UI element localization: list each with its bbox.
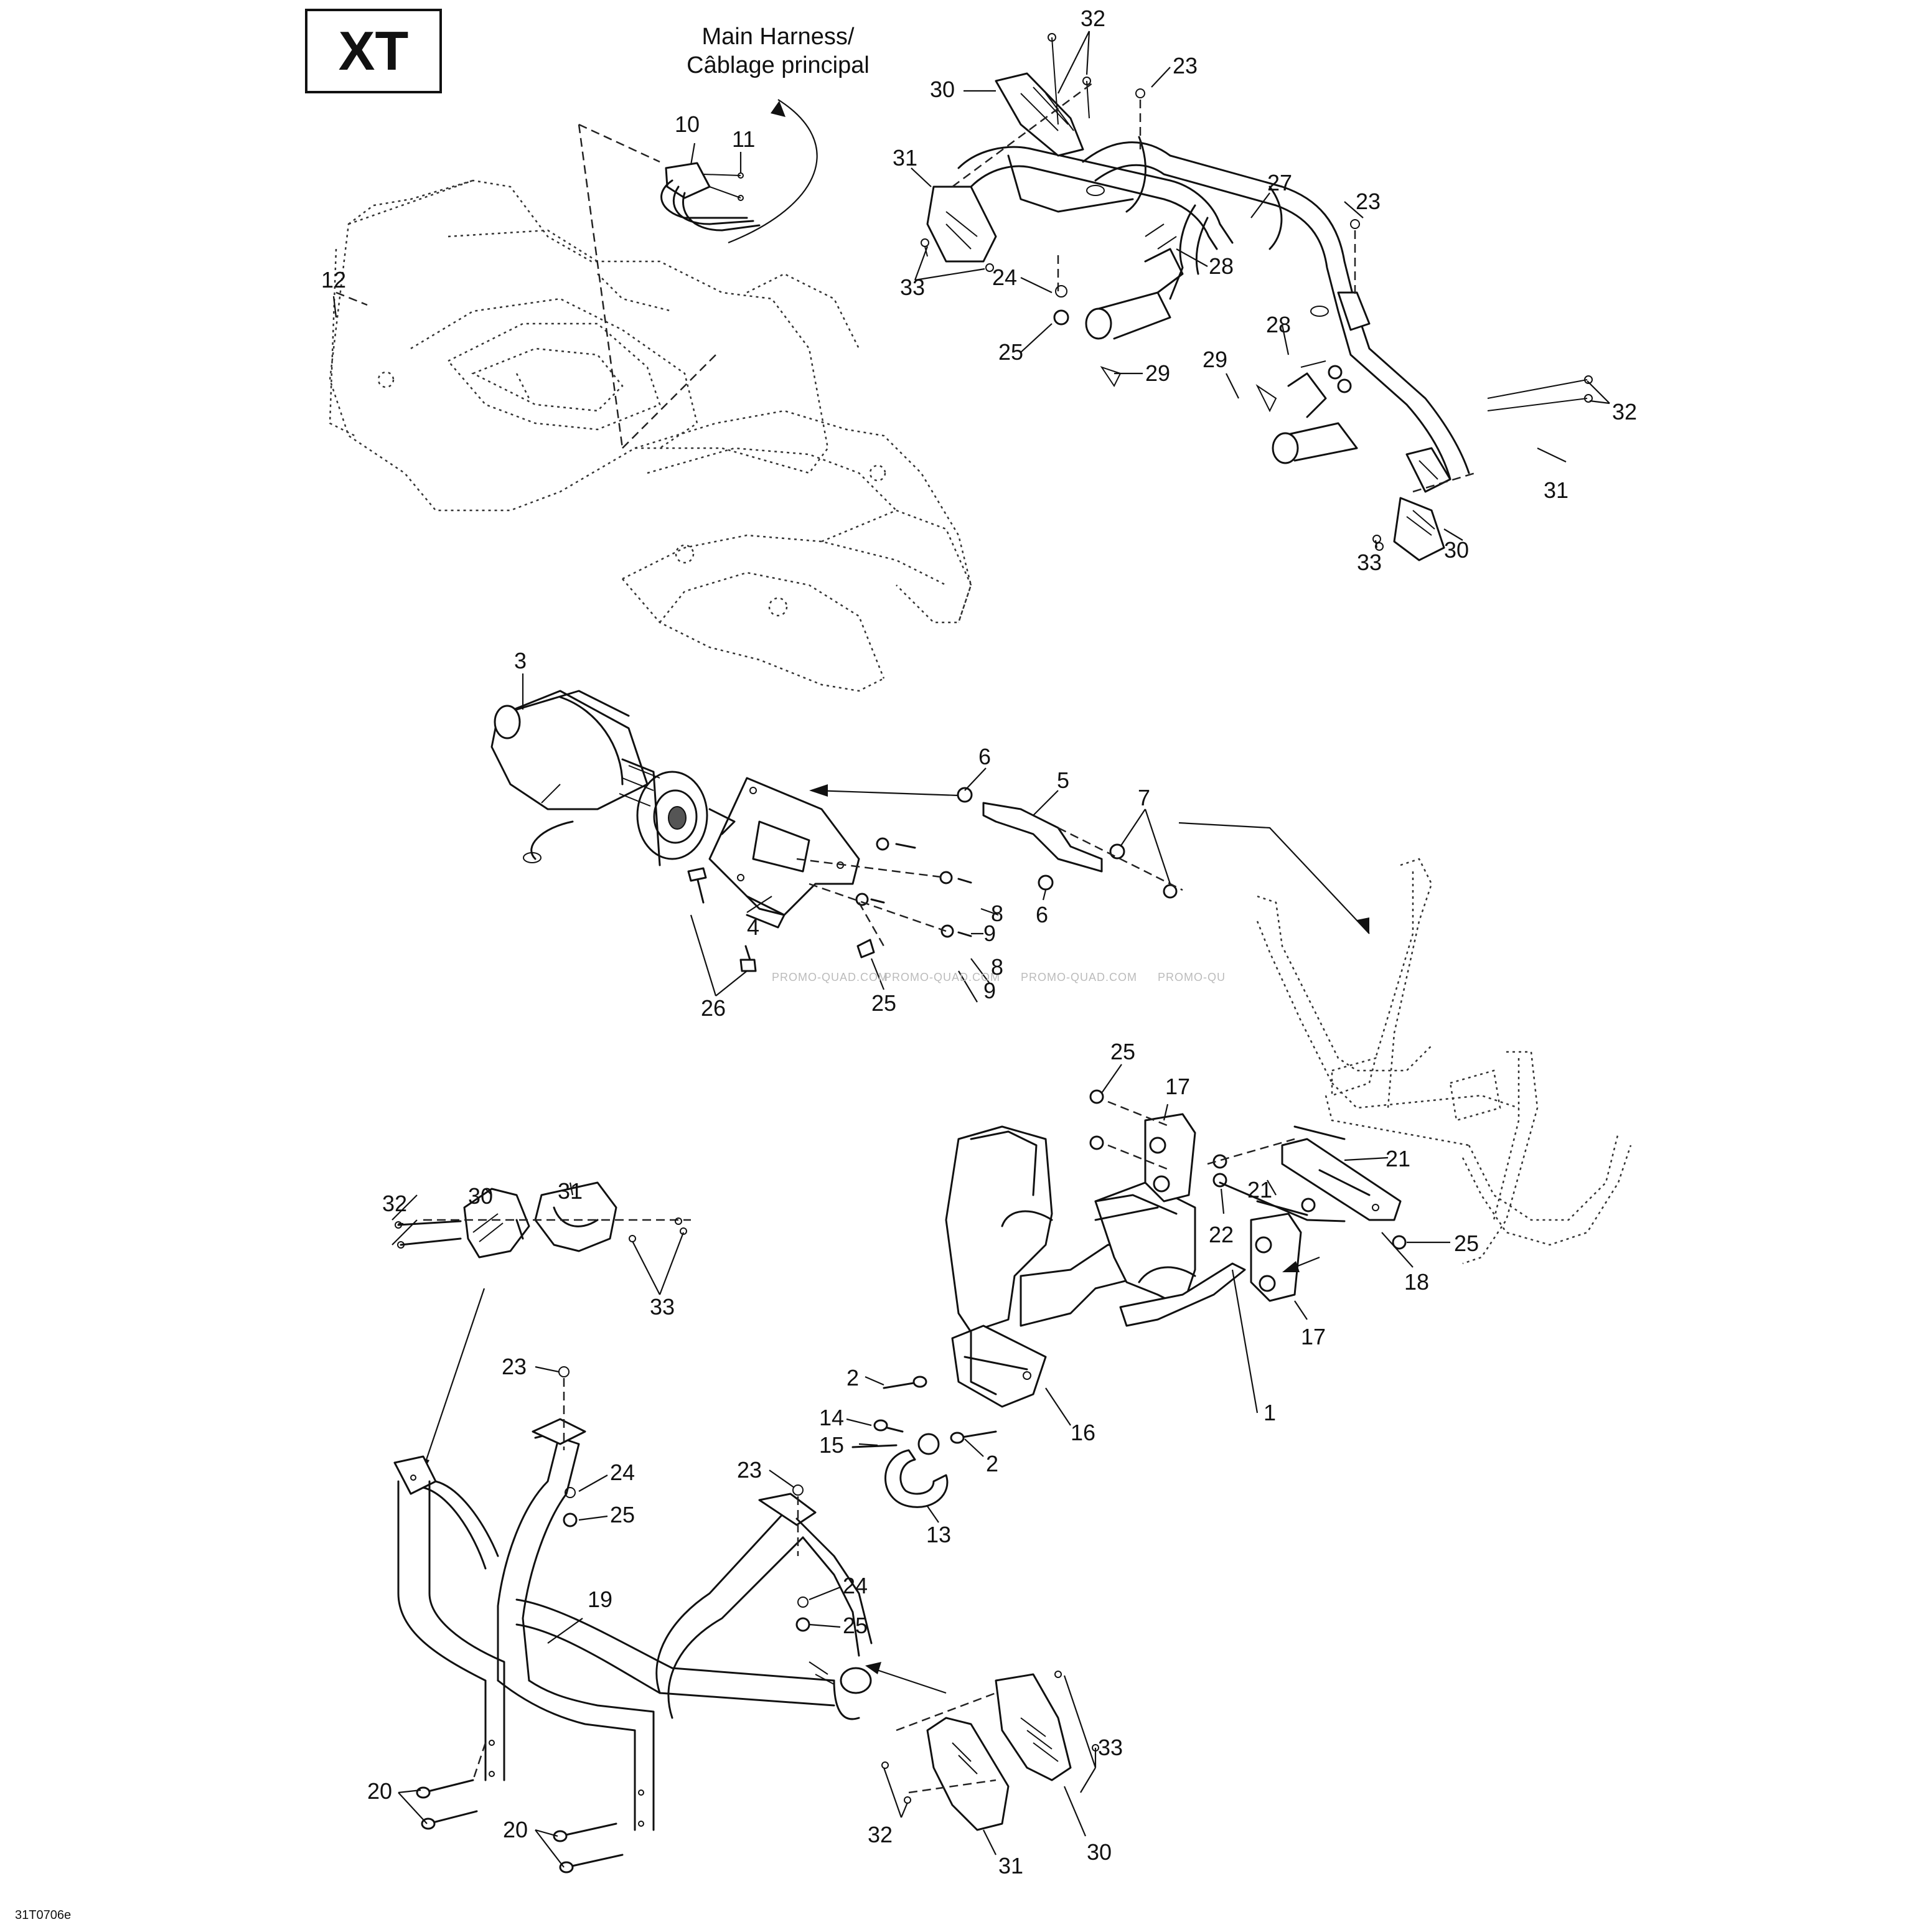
callout-33-lower-right: 33 bbox=[1098, 1735, 1123, 1760]
drawing-code: 31T0706e bbox=[15, 1908, 72, 1922]
rear-bumper-tube bbox=[957, 136, 1470, 481]
callout-31-lower-left: 31 bbox=[558, 1178, 583, 1204]
front-bumper-guard bbox=[945, 1125, 1246, 1333]
bumper-mount-brackets bbox=[1089, 1089, 1407, 1302]
upper-end-caps bbox=[926, 72, 1451, 561]
callout-6-top: 6 bbox=[978, 744, 991, 769]
lower-left-end-caps bbox=[395, 1181, 691, 1475]
leader-lines bbox=[332, 30, 1610, 1868]
harness-connector bbox=[660, 162, 761, 232]
callout-9-upper: 9 bbox=[983, 921, 996, 946]
callout-19: 19 bbox=[588, 1587, 612, 1612]
callout-16: 16 bbox=[1071, 1420, 1095, 1445]
callout-31-right: 31 bbox=[1544, 477, 1569, 503]
callout-29-lower: 29 bbox=[1203, 347, 1227, 372]
callout-30-lower-right: 30 bbox=[1087, 1839, 1112, 1865]
callout-numbers: 32 23 30 31 27 23 28 24 25 33 29 28 29 3… bbox=[321, 6, 1637, 1878]
callout-32-right: 32 bbox=[1612, 399, 1637, 424]
callout-23-top: 23 bbox=[1173, 53, 1198, 78]
callout-30-top: 30 bbox=[930, 77, 955, 102]
watermark-3: PROMO-QUAD.COM bbox=[1021, 971, 1137, 983]
callout-25-lower-right: 25 bbox=[843, 1613, 868, 1638]
callout-13: 13 bbox=[926, 1522, 951, 1547]
harness-arrow bbox=[728, 99, 818, 244]
tow-hook bbox=[851, 1376, 997, 1508]
callout-29-upper: 29 bbox=[1145, 360, 1170, 386]
winch-mounting-plate bbox=[708, 777, 860, 929]
front-bumper-tube bbox=[393, 1418, 947, 1831]
harness-assembly-lines bbox=[335, 123, 716, 449]
callout-21-left: 21 bbox=[1247, 1177, 1272, 1203]
callout-28-upper: 28 bbox=[1209, 253, 1234, 279]
callout-24-lower-right: 24 bbox=[843, 1573, 868, 1598]
vehicle-frame bbox=[1256, 858, 1632, 1265]
callout-10: 10 bbox=[675, 111, 700, 137]
callout-32-lower-right: 32 bbox=[868, 1822, 893, 1847]
callout-4: 4 bbox=[747, 914, 759, 940]
callout-2-right: 2 bbox=[986, 1451, 998, 1476]
callout-33-lower-left: 33 bbox=[650, 1294, 675, 1320]
callout-15: 15 bbox=[819, 1432, 844, 1458]
callout-24-lower-left: 24 bbox=[610, 1460, 635, 1485]
callout-17-bottom: 17 bbox=[1301, 1324, 1326, 1349]
callout-30-right: 30 bbox=[1444, 537, 1469, 563]
callout-8-lower: 8 bbox=[991, 954, 1003, 980]
callout-2-left: 2 bbox=[846, 1365, 859, 1390]
callout-5: 5 bbox=[1057, 767, 1069, 793]
front-fender bbox=[329, 179, 972, 692]
callout-12: 12 bbox=[321, 267, 346, 293]
winch-assembly bbox=[490, 690, 708, 866]
winch-hardware bbox=[687, 784, 972, 972]
callout-8-upper: 8 bbox=[991, 901, 1003, 926]
callout-25-upper: 25 bbox=[998, 339, 1023, 365]
upper-hardware bbox=[921, 33, 1593, 551]
callout-3: 3 bbox=[514, 648, 527, 673]
callout-11: 11 bbox=[732, 126, 755, 152]
callout-25-lower-left: 25 bbox=[610, 1502, 635, 1527]
callout-1: 1 bbox=[1264, 1400, 1276, 1425]
callout-32-lower-left: 32 bbox=[382, 1191, 407, 1216]
harness-label: Main Harness/ Câblage principal bbox=[687, 24, 870, 78]
callout-26: 26 bbox=[701, 995, 726, 1021]
callout-28-lower: 28 bbox=[1266, 312, 1291, 337]
callout-22: 22 bbox=[1209, 1222, 1234, 1247]
watermark-1: PROMO-QUAD.COM bbox=[772, 971, 888, 983]
callout-27: 27 bbox=[1267, 170, 1292, 195]
callout-23-right: 23 bbox=[1356, 189, 1381, 214]
callout-18: 18 bbox=[1404, 1269, 1429, 1295]
callout-25-plate: 25 bbox=[1454, 1231, 1479, 1256]
callout-24-upper: 24 bbox=[992, 265, 1017, 290]
callout-23-lower-left: 23 bbox=[502, 1354, 527, 1379]
lower-hardware bbox=[416, 1366, 810, 1873]
watermark-2: PROMO-QUAD.COM bbox=[884, 971, 1000, 983]
watermark-4: PROMO-QU bbox=[1158, 971, 1226, 983]
callout-9-lower: 9 bbox=[983, 978, 996, 1003]
callout-33-right: 33 bbox=[1357, 550, 1382, 575]
callout-7: 7 bbox=[1138, 785, 1150, 810]
model-badge: XT bbox=[305, 9, 442, 93]
callout-32-top: 32 bbox=[1081, 6, 1105, 31]
hitch-bracket bbox=[951, 1325, 1047, 1408]
callout-30-lower-left: 30 bbox=[468, 1183, 493, 1209]
watermarks: PROMO-QUAD.COM PROMO-QUAD.COM PROMO-QUAD… bbox=[772, 971, 1226, 983]
callout-6-bottom: 6 bbox=[1036, 902, 1048, 927]
callout-33-upper: 33 bbox=[900, 274, 925, 300]
callout-20-right: 20 bbox=[503, 1817, 528, 1842]
callout-31-lower-right: 31 bbox=[998, 1853, 1023, 1878]
callout-23-lower-right: 23 bbox=[737, 1457, 762, 1483]
winch-bracket bbox=[957, 787, 1370, 934]
callout-14: 14 bbox=[819, 1405, 844, 1430]
callout-21-right: 21 bbox=[1386, 1146, 1410, 1171]
callout-31-top: 31 bbox=[893, 145, 917, 171]
callout-25-winch: 25 bbox=[871, 990, 896, 1016]
callout-20-left: 20 bbox=[367, 1778, 392, 1804]
callout-25-mount: 25 bbox=[1110, 1039, 1135, 1064]
lower-right-end-caps bbox=[881, 1671, 1099, 1831]
callout-17-top: 17 bbox=[1165, 1074, 1190, 1099]
